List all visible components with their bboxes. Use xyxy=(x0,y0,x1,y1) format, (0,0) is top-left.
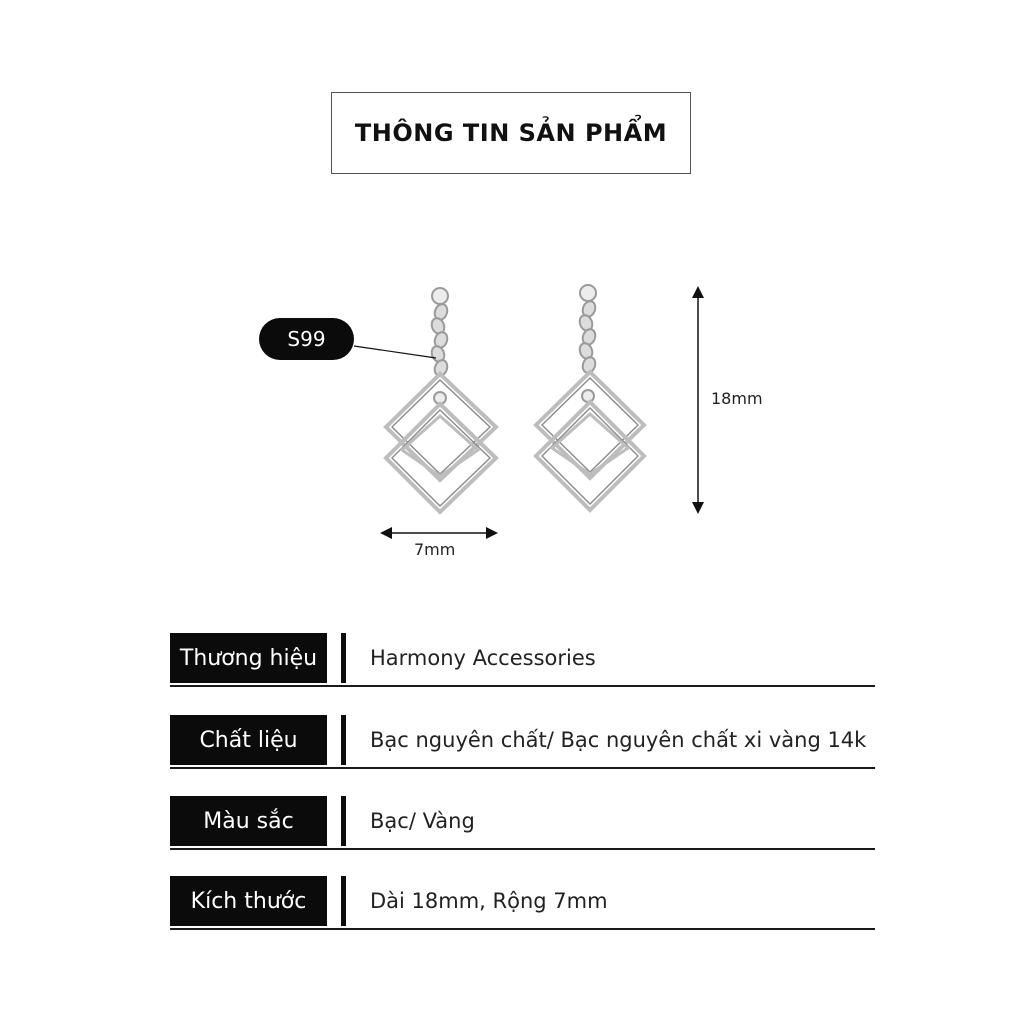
spec-value-material: Bạc nguyên chất/ Bạc nguyên chất xi vàng… xyxy=(370,728,867,752)
spec-divider xyxy=(341,633,346,683)
spec-value-size: Dài 18mm, Rộng 7mm xyxy=(370,889,608,913)
spec-divider xyxy=(341,876,346,926)
right-earring-chain xyxy=(578,300,597,374)
spec-row-size: Kích thước Dài 18mm, Rộng 7mm xyxy=(170,876,875,930)
spec-value-brand: Harmony Accessories xyxy=(370,646,596,670)
page-title: THÔNG TIN SẢN PHẨM xyxy=(354,119,668,147)
spec-divider xyxy=(341,796,346,846)
left-earring-center-diamond xyxy=(399,413,481,478)
left-earring-chain xyxy=(430,303,449,377)
spec-label-color: Màu sắc xyxy=(170,796,327,846)
right-earring-connector-loop xyxy=(581,389,595,403)
left-earring-inner-square-inner-edge xyxy=(391,409,492,507)
spec-row-material: Chất liệu Bạc nguyên chất/ Bạc nguyên ch… xyxy=(170,715,875,769)
right-earring xyxy=(533,284,647,513)
spec-divider xyxy=(341,715,346,765)
code-leader-line xyxy=(353,345,437,359)
spec-label-brand: Thương hiệu xyxy=(170,633,327,683)
right-earring-outer-square xyxy=(533,369,647,481)
spec-value-color: Bạc/ Vàng xyxy=(370,809,475,833)
right-earring-top-loop xyxy=(579,284,597,302)
left-earring-outer-square-inner-edge xyxy=(390,379,492,475)
right-earring-inner-square xyxy=(533,399,647,513)
product-code-badge: S99 xyxy=(259,318,354,360)
earring-illustration xyxy=(353,284,704,539)
spec-label-size: Kích thước xyxy=(170,876,327,926)
left-earring xyxy=(383,287,499,515)
width-dimension-label: 7mm xyxy=(414,540,456,559)
height-dimension-label: 18mm xyxy=(711,389,763,408)
left-earring-outer-square xyxy=(383,371,499,483)
right-earring-inner-square-inner-edge xyxy=(541,407,639,505)
left-earring-top-loop xyxy=(431,287,449,305)
right-earring-outer-square-inner-edge xyxy=(540,377,640,473)
spec-row-color: Màu sắc Bạc/ Vàng xyxy=(170,796,875,850)
spec-row-brand: Thương hiệu Harmony Accessories xyxy=(170,633,875,687)
left-earring-inner-square xyxy=(383,401,499,515)
right-earring-center-diamond xyxy=(549,411,631,476)
spec-label-material: Chất liệu xyxy=(170,715,327,765)
title-box: THÔNG TIN SẢN PHẨM xyxy=(331,92,691,174)
